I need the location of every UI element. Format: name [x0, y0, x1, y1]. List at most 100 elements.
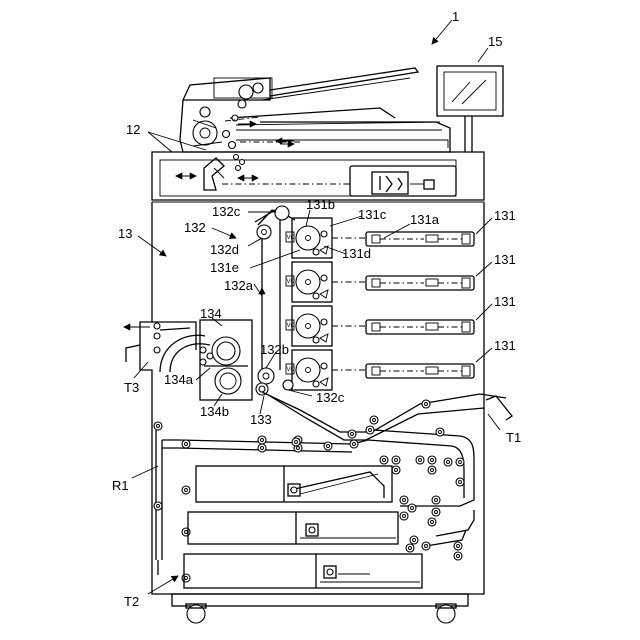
photoconductor-drum: [296, 226, 320, 250]
lens: [462, 278, 470, 288]
conveyance-roller-21: [408, 504, 416, 512]
image-forming-station-4: VC: [286, 350, 474, 390]
roller-outer: [370, 416, 378, 424]
roller-outer: [428, 456, 436, 464]
paper-cassette-lower: [184, 554, 422, 588]
conveyance-roller-12: [392, 456, 400, 464]
roller-outer: [400, 512, 408, 520]
roller-outer: [182, 486, 190, 494]
label-image-unit-b: 131b: [306, 197, 335, 212]
intermediate-transfer-belt: [255, 206, 295, 390]
roller-outer: [454, 542, 462, 550]
label-printer: 13: [118, 226, 132, 241]
conveyance-roller-20: [400, 496, 408, 504]
cleaning-roller: [313, 249, 319, 255]
label-image-unit-e: 131e: [210, 260, 239, 275]
conveyance-roller-2: [258, 436, 266, 444]
roller-outer: [454, 552, 462, 560]
laser-source: [372, 367, 380, 375]
label-image-unit-d: 131d: [342, 246, 371, 261]
label-roller-d: 132d: [210, 242, 239, 257]
photoconductor-drum: [296, 358, 320, 382]
roller-outer: [456, 458, 464, 466]
conveyance-roller-26: [410, 536, 418, 544]
label-image-unit-3: 131: [494, 294, 516, 309]
roller-outer: [348, 430, 356, 438]
label-image-unit-c: 131c: [358, 207, 387, 222]
secondary-transfer-roller: [256, 383, 268, 395]
image-forming-station-1: VC: [286, 218, 474, 258]
conveyance-roller-23: [432, 496, 440, 504]
label-roller-c-bottom: 132c: [316, 390, 345, 405]
conveyance-roller-9: [422, 400, 430, 408]
unit-label: VC: [287, 367, 296, 373]
label-secondary-transfer: 133: [250, 412, 272, 427]
image-forming-station-3: VC: [286, 306, 474, 346]
conveyance-roller-28: [454, 542, 462, 550]
developing-roller: [321, 363, 327, 369]
conveyance-roller-30: [406, 544, 414, 552]
label-image-unit-4: 131: [494, 338, 516, 353]
cleaning-blade: [320, 334, 328, 342]
label-fixing-b: 134b: [200, 404, 229, 419]
label-roller-c-top: 132c: [212, 204, 241, 219]
conveyance-roller-8: [350, 440, 358, 448]
polygon-mirror: [426, 367, 438, 374]
conveyance-roller-37: [370, 416, 378, 424]
conveyance-roller-6: [324, 442, 332, 450]
printer-body: [140, 202, 484, 594]
roller-outer: [292, 438, 300, 446]
roller-outer: [410, 536, 418, 544]
conveyance-roller-10: [436, 428, 444, 436]
photoconductor-drum: [296, 314, 320, 338]
conveyance-roller-29: [454, 552, 462, 560]
roller-outer: [182, 440, 190, 448]
roller-outer: [406, 544, 414, 552]
unit-label: VC: [287, 279, 296, 285]
developing-roller: [321, 231, 327, 237]
reference-labels: 1 15 12 13 132c 131b 131c 131a 131 132 1…: [112, 9, 521, 609]
roller-outer: [392, 456, 400, 464]
conveyance-roller-25: [428, 518, 436, 526]
cleaning-roller: [313, 381, 319, 387]
conveyance-roller-22: [400, 512, 408, 520]
image-forming-units: VC VC VC VC: [286, 218, 474, 390]
lens: [462, 234, 470, 244]
conveyance-roller-34: [154, 422, 162, 430]
roller-outer: [428, 518, 436, 526]
base-casters: [172, 594, 468, 623]
label-fixing-a: 134a: [164, 372, 194, 387]
label-fixing: 134: [200, 306, 222, 321]
scanner-unit: [152, 152, 484, 200]
label-return-path: R1: [112, 478, 129, 493]
cleaning-blade: [320, 378, 328, 386]
unit-label: VC: [287, 235, 296, 241]
label-roller-b: 132b: [260, 342, 289, 357]
cleaning-roller: [313, 337, 319, 343]
label-image-unit-a: 131a: [410, 212, 440, 227]
roller-outer: [154, 422, 162, 430]
conveyance-roller-13: [392, 466, 400, 474]
conveyance-roller-31: [182, 486, 190, 494]
roller-outer: [258, 444, 266, 452]
conveyance-roller-24: [432, 508, 440, 516]
conveyance-roller-35: [154, 502, 162, 510]
conveyance-roller-7: [348, 430, 356, 438]
roller-outer: [432, 496, 440, 504]
conveyance-roller-27: [422, 542, 430, 550]
roller-outer: [258, 436, 266, 444]
roller-outer: [400, 496, 408, 504]
roller-outer: [416, 456, 424, 464]
label-reader: 12: [126, 122, 140, 137]
roller-outer: [408, 504, 416, 512]
operation-panel: [437, 66, 503, 152]
polygon-mirror: [426, 235, 438, 242]
conveyance-roller-15: [428, 456, 436, 464]
photoconductor-drum: [296, 270, 320, 294]
label-apparatus: 1: [452, 9, 459, 24]
conveyance-roller-18: [456, 458, 464, 466]
conveyance-roller-36: [292, 438, 300, 446]
polygon-mirror: [426, 279, 438, 286]
conveyance-roller-16: [428, 466, 436, 474]
